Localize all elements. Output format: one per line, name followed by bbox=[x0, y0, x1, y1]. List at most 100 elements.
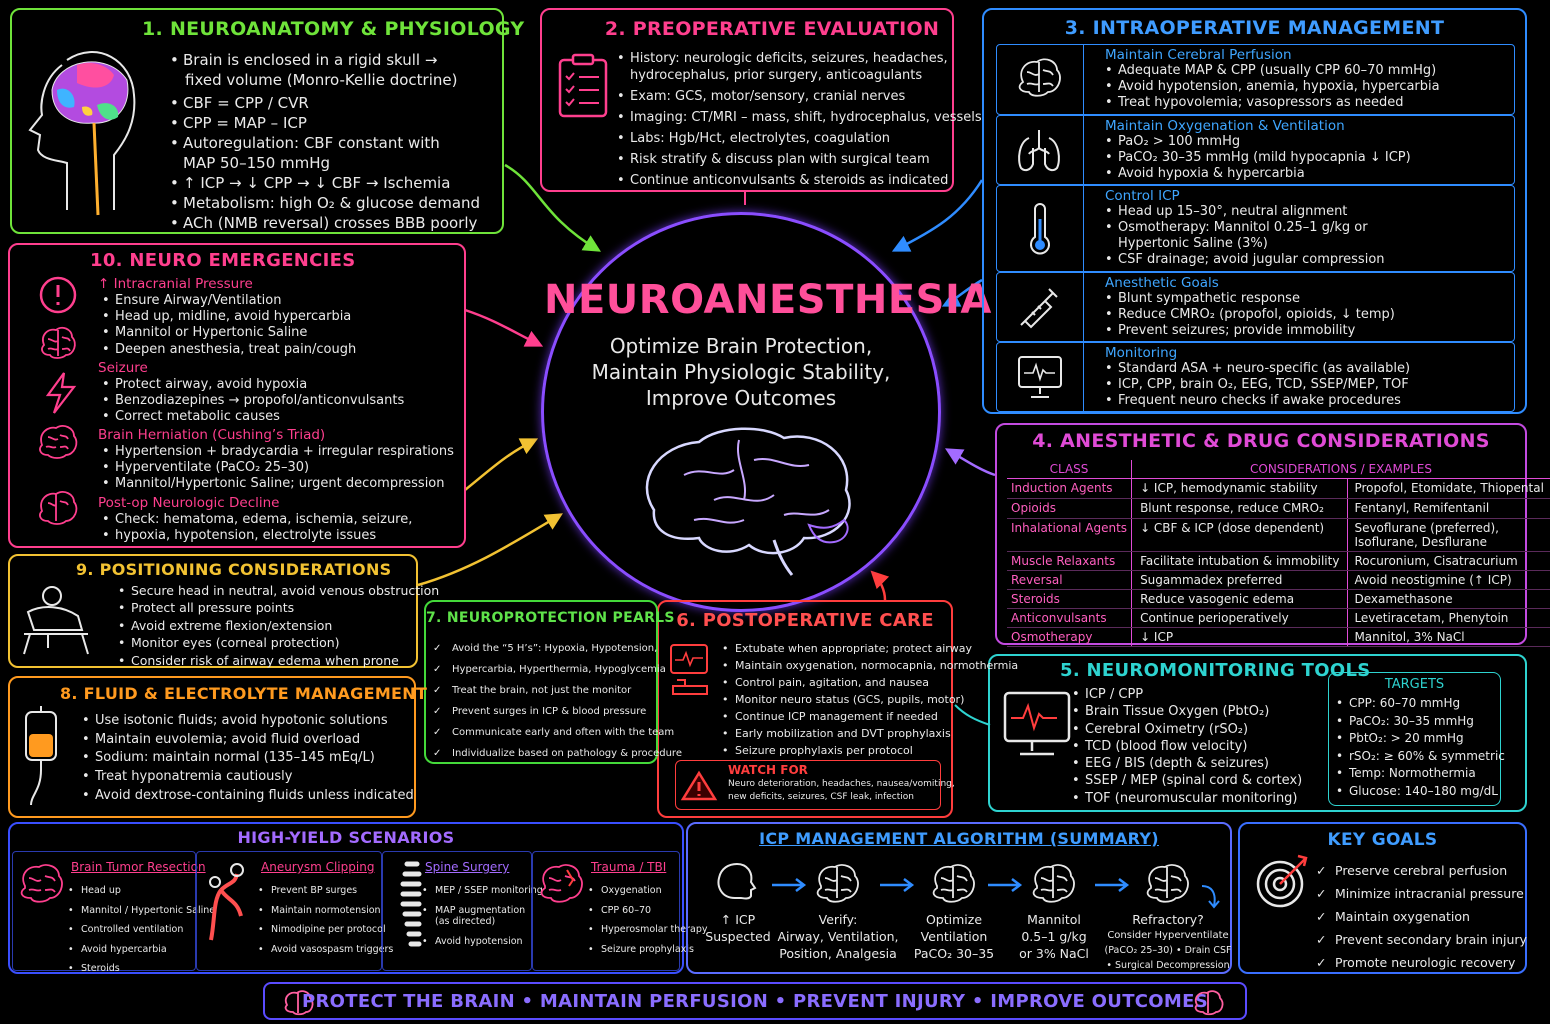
list-item: Osmotherapy: Mannitol 0.25–1 g/kg or bbox=[1105, 220, 1385, 236]
list-item: MEP / SSEP monitoring bbox=[422, 881, 543, 901]
head-icon bbox=[717, 862, 757, 900]
drug-consideration: ↓ ICP bbox=[1131, 627, 1349, 647]
list-item: Correct metabolic causes bbox=[102, 409, 404, 425]
panel-drug-considerations: 4. ANESTHETIC & DRUG CONSIDERATIONS CLAS… bbox=[995, 423, 1550, 647]
list-item: Avoid hypercarbia bbox=[68, 940, 215, 960]
list-item: MAP augmentation bbox=[422, 901, 543, 921]
brain-icon bbox=[1194, 990, 1224, 1016]
center-subtitle-line: Maintain Physiologic Stability, bbox=[591, 360, 891, 384]
table-header: CONSIDERATIONS / EXAMPLES bbox=[1131, 460, 1550, 479]
scenario-card: Spine SurgeryMEP / SSEP monitoringMAP au… bbox=[382, 851, 543, 971]
list-item: Avoid hypoxia & hypercarbia bbox=[1105, 166, 1411, 182]
list-item: TOF (neuromuscular monitoring) bbox=[1072, 790, 1302, 808]
list-item: Consider risk of airway edema when prone bbox=[118, 652, 439, 670]
list-item: Prevent surges in ICP & blood pressure bbox=[433, 701, 682, 722]
arrow-p4 bbox=[944, 448, 996, 477]
drug-consideration: ↓ CBF & ICP (dose dependent) bbox=[1131, 518, 1349, 552]
arrow-p3b bbox=[941, 278, 983, 307]
list-item: Maintain oxygenation bbox=[1316, 905, 1527, 928]
list-item: CPP = MAP – ICP bbox=[170, 113, 480, 133]
syringe-icon bbox=[1020, 288, 1058, 329]
list-item: Head up 15–30°, neutral alignment bbox=[1105, 204, 1385, 220]
icon-cell bbox=[997, 45, 1084, 114]
arrow-right-icon bbox=[772, 878, 807, 892]
target-item: rSO₂: ≥ 60% & symmetric bbox=[1336, 748, 1505, 766]
list-item: Brain Tissue Oxygen (PbtO₂) bbox=[1072, 703, 1302, 721]
list-item: History: neurologic deficits, seizures, … bbox=[617, 50, 982, 67]
drug-consideration: Sugammadex preferred bbox=[1131, 570, 1349, 590]
algorithm-step: Verify:Airway, Ventilation,Position, Ana… bbox=[753, 911, 923, 962]
panel-positioning: 9. POSITIONING CONSIDERATIONS Secure hea… bbox=[8, 554, 439, 669]
section-heading: Brain Herniation (Cushing’s Triad) bbox=[98, 427, 326, 443]
list-item: Avoid the “5 H’s”: Hypoxia, Hypotension, bbox=[433, 638, 682, 659]
lightning-icon bbox=[45, 372, 77, 414]
drug-consideration: ↓ ICP, hemodynamic stability bbox=[1131, 478, 1349, 499]
list-item: fixed volume (Monro-Kellie doctrine) bbox=[185, 71, 458, 89]
intraop-section: Control ICPHead up 15–30°, neutral align… bbox=[996, 185, 1515, 272]
drug-consideration: Blunt response, reduce CMRO₂ bbox=[1131, 498, 1349, 519]
panel-title: KEY GOALS bbox=[1327, 830, 1438, 850]
brain-decline-icon bbox=[39, 491, 78, 525]
list-item: Benzodiazepines → propofol/anticonvulsan… bbox=[102, 393, 404, 409]
section-heading: Post-op Neurologic Decline bbox=[98, 495, 280, 511]
list-item: Hyperventilate (PaCO₂ 25–30) bbox=[102, 460, 454, 476]
panel-title: 5. NEUROMONITORING TOOLS bbox=[1060, 660, 1371, 681]
icon-cell bbox=[997, 343, 1084, 411]
thermometer-icon bbox=[1030, 202, 1050, 254]
list-item: Preserve cerebral perfusion bbox=[1316, 859, 1527, 882]
step-line: PaCO₂ 30–35 bbox=[913, 946, 995, 961]
list-item: Avoid hypotension bbox=[422, 932, 543, 952]
list-item: Avoid extreme flexion/extension bbox=[118, 617, 439, 635]
table-row: Induction Agents↓ ICP, hemodynamic stabi… bbox=[1007, 478, 1550, 499]
emergency-section: Post-op Neurologic DeclineCheck: hematom… bbox=[98, 494, 412, 545]
icon-cell bbox=[997, 116, 1084, 184]
list-item: Mannitol / Hypertonic Saline bbox=[68, 901, 215, 921]
target-item: CPP: 60–70 mmHg bbox=[1336, 695, 1505, 713]
arrow-p10 bbox=[464, 308, 544, 347]
list-item: Hypertonic Saline (3%) bbox=[1118, 236, 1268, 251]
list-item: Continue ICP management if needed bbox=[722, 708, 1018, 725]
list-item: EEG / BIS (depth & seizures) bbox=[1072, 755, 1302, 773]
list-item: PaO₂ > 100 mmHg bbox=[1105, 134, 1411, 150]
brain-tumor-icon bbox=[20, 864, 63, 903]
list-item: Imaging: CT/MRI – mass, shift, hydroceph… bbox=[617, 109, 982, 126]
panel-title: 4. ANESTHETIC & DRUG CONSIDERATIONS bbox=[1032, 430, 1490, 452]
step-line: Ventilation bbox=[920, 929, 988, 944]
drug-examples: Mannitol, 3% NaCl bbox=[1347, 627, 1550, 647]
watch-for-box: WATCH FOR Neuro deterioration, headaches… bbox=[675, 760, 955, 810]
arrow-p6 bbox=[870, 570, 890, 601]
list-item: Communicate early and often with the tea… bbox=[433, 722, 682, 743]
center-subtitle-line: Optimize Brain Protection, bbox=[609, 334, 873, 358]
step-line: (PaCO₂ 25–30) • Drain CSF bbox=[1104, 945, 1232, 956]
drug-examples: Dexamethasone bbox=[1347, 589, 1550, 609]
arrow-right-icon bbox=[988, 878, 1023, 892]
list-item: Maintain normotension bbox=[258, 901, 393, 921]
targets-box: TARGETS CPP: 60–70 mmHg PaCO₂: 30–35 mmH… bbox=[1328, 672, 1505, 806]
head-brain-icon bbox=[28, 51, 136, 216]
section-heading: Maintain Cerebral Perfusion bbox=[1105, 47, 1292, 63]
list-item: hydrocephalus, prior surgery, anticoagul… bbox=[630, 68, 923, 83]
list-item: SSEP / MEP (spinal cord & cortex) bbox=[1072, 772, 1302, 790]
brain-icon bbox=[816, 864, 859, 903]
intraop-section: Anesthetic GoalsBlunt sympathetic respon… bbox=[996, 272, 1515, 342]
list-item: hypoxia, hypotension, electrolyte issues bbox=[102, 528, 412, 544]
drug-class: Anticonvulsants bbox=[1007, 608, 1133, 628]
list-item: Mannitol or Hypertonic Saline bbox=[102, 325, 356, 341]
list-item: Seizure prophylaxis per protocol bbox=[722, 742, 1018, 759]
list-item: ↑ ICP → ↓ CPP → ↓ CBF → Ischemia bbox=[170, 173, 480, 193]
list-item: Treat hyponatremia cautiously bbox=[82, 768, 414, 787]
target-item: Temp: Normothermia bbox=[1336, 765, 1505, 783]
section-heading: Monitoring bbox=[1105, 345, 1178, 361]
list-item: Maintain oxygenation, normocapnia, normo… bbox=[722, 657, 1018, 674]
list-item: Oxygenation bbox=[588, 881, 708, 901]
panel-title: ICP MANAGEMENT ALGORITHM (SUMMARY) bbox=[759, 829, 1159, 848]
step-line: ↑ ICP bbox=[720, 912, 756, 927]
list-item: Sodium: maintain normal (135–145 mEq/L) bbox=[82, 749, 414, 768]
step-line: Optimize bbox=[925, 912, 983, 927]
target-item: PbtO₂: > 20 mmHg bbox=[1336, 730, 1505, 748]
drug-class: Reversal bbox=[1007, 570, 1133, 590]
list-item: Maintain euvolemia; avoid fluid overload bbox=[82, 731, 414, 750]
arrow-right-icon bbox=[880, 878, 915, 892]
step-line: or 3% NaCl bbox=[1019, 946, 1089, 961]
